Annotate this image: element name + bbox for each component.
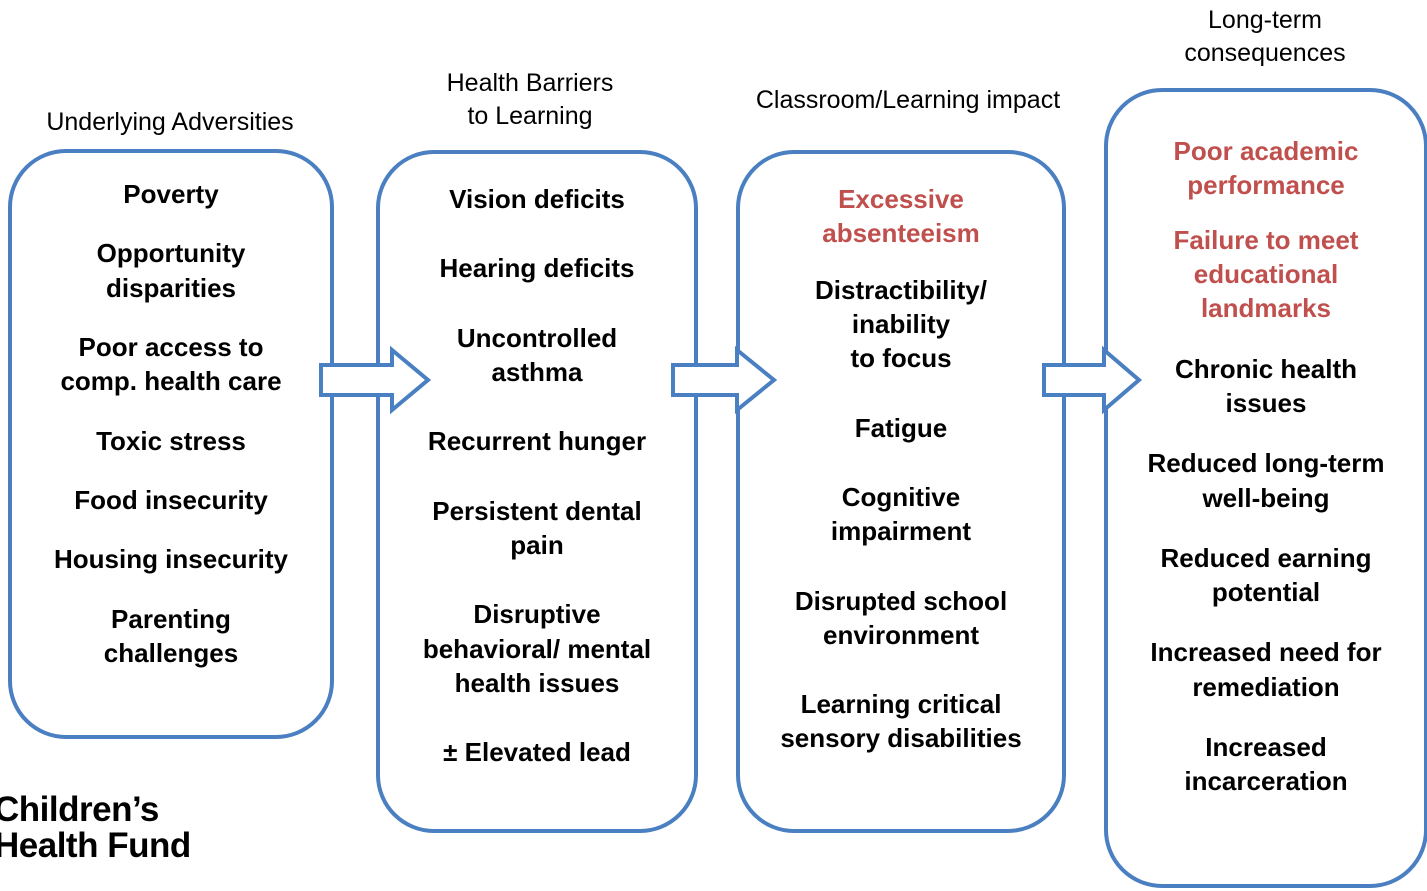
list-item: Disrupted school environment <box>794 585 1008 650</box>
box-classroom-impact <box>736 150 1066 833</box>
list-item: Uncontrolled asthma <box>456 322 618 387</box>
list-item: ± Elevated lead <box>443 737 631 768</box>
column-header-long-term-consequences: Long-term consequences <box>1184 6 1346 67</box>
arrow-right-icon <box>671 346 778 414</box>
list-item: Hearing deficits <box>439 253 635 284</box>
list-item: Reduced long-term well-being <box>1147 448 1385 513</box>
list-underlying-adversities: Poverty Opportunity disparities Poor acc… <box>18 177 324 670</box>
box-long-term-consequences <box>1104 88 1427 888</box>
list-item: Failure to meet educational landmarks <box>1173 224 1359 324</box>
list-item: Excessive absenteeism <box>822 184 980 249</box>
list-health-barriers: Vision deficits Hearing deficits Uncontr… <box>386 182 688 769</box>
arrow-right-icon <box>319 346 432 414</box>
list-item: Vision deficits <box>449 184 625 214</box>
childrens-health-fund-logo: Children’s Health Fund <box>0 790 191 865</box>
list-item: Poor access to comp. health care <box>60 331 282 397</box>
list-item: Poverty <box>123 179 219 209</box>
list-long-term-consequences: Poor academic performance Failure to mee… <box>1114 134 1418 799</box>
list-classroom-impact: Excessive absenteeism Distractibility/ i… <box>746 182 1056 756</box>
arrow-right-icon <box>1042 346 1143 414</box>
list-item: Reduced earning potential <box>1160 542 1372 608</box>
list-item: Disruptive behavioral/ mental health iss… <box>422 599 652 698</box>
list-item: Recurrent hunger <box>427 426 647 457</box>
list-item: Learning critical sensory disabilities <box>780 689 1022 754</box>
list-item: Increased need for remediation <box>1150 637 1382 702</box>
list-item: Distractibility/ inability to focus <box>815 274 987 374</box>
list-item: Toxic stress <box>96 425 246 456</box>
list-item: Increased incarceration <box>1184 732 1348 797</box>
box-underlying-adversities <box>8 149 334 739</box>
list-item: Opportunity disparities <box>96 238 246 303</box>
list-item: Persistent dental pain <box>432 495 642 560</box>
column-header-health-barriers: Health Barriers to Learning <box>446 69 614 130</box>
box-health-barriers <box>376 150 698 833</box>
list-item: Housing insecurity <box>53 544 289 575</box>
list-item: Cognitive impairment <box>830 481 972 547</box>
column-header-classroom-impact: Classroom/Learning impact <box>755 86 1061 114</box>
column-header-underlying-adversities: Underlying Adversities <box>46 108 294 136</box>
list-item: Fatigue <box>854 412 948 443</box>
list-item: Chronic health issues <box>1174 353 1357 418</box>
list-item: Parenting challenges <box>103 603 239 668</box>
list-item: Poor academic performance <box>1173 136 1359 201</box>
list-item: Food insecurity <box>74 484 268 515</box>
